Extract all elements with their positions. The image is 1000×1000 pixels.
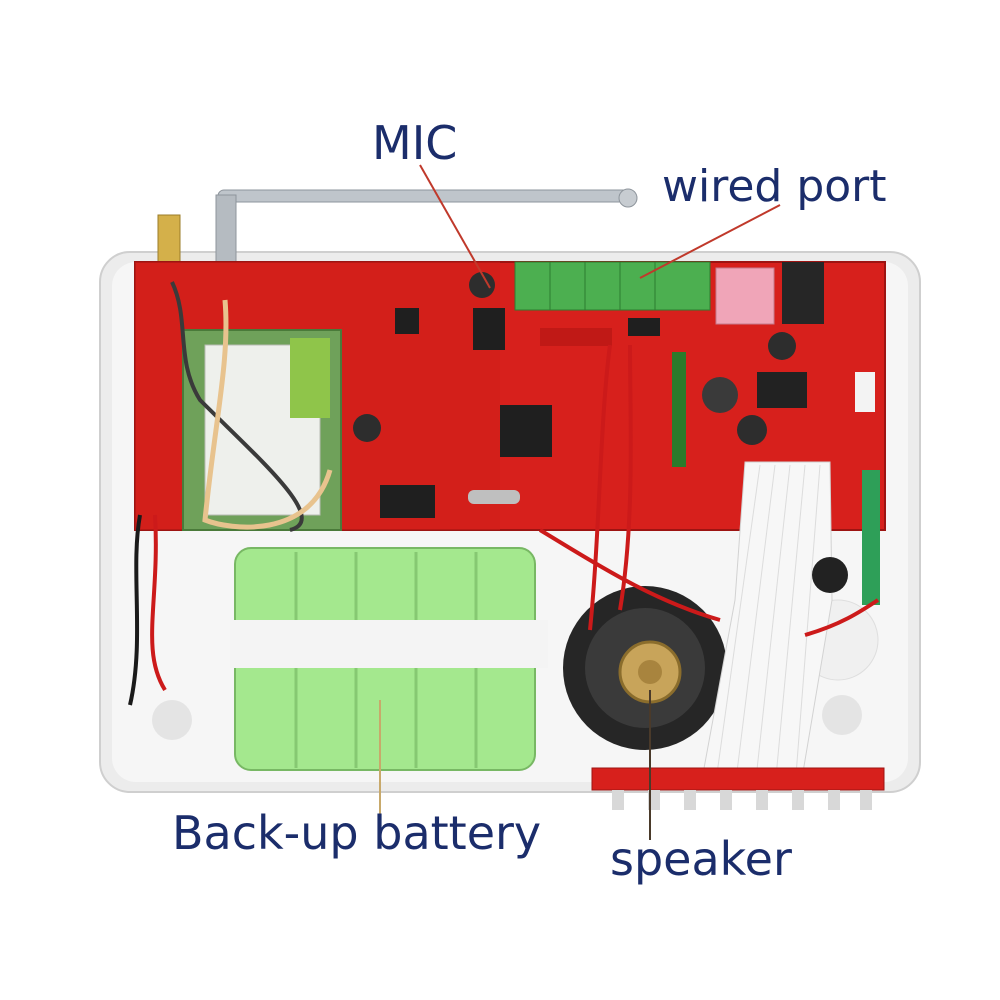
speaker-label: speaker — [610, 832, 792, 886]
antenna — [215, 188, 638, 276]
mic-element — [812, 470, 880, 605]
battery-label: Back-up battery — [172, 806, 542, 860]
pin-header — [591, 767, 885, 810]
wired-port-pointer-line — [639, 204, 781, 279]
wired-port-terminal-block — [514, 261, 711, 311]
wires — [128, 281, 880, 706]
wired-port-label: wired port — [662, 161, 887, 212]
mic-pointer-line — [419, 164, 491, 289]
battery-pack — [230, 547, 548, 771]
speaker — [563, 586, 727, 750]
mic-label: MIC — [372, 116, 458, 170]
power-jacks — [715, 262, 824, 325]
